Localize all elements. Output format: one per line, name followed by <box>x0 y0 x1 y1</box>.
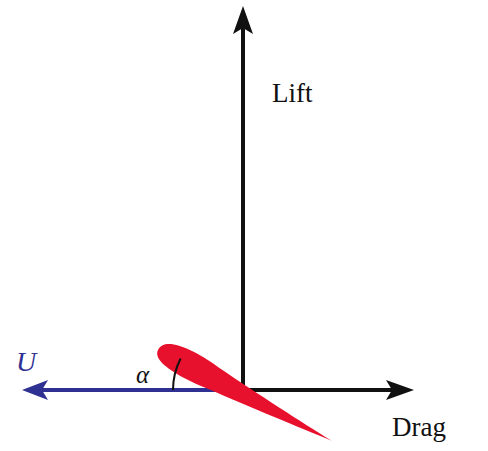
lift-vector <box>241 26 245 392</box>
velocity-label: U <box>16 348 36 376</box>
angle-label: α <box>136 362 149 387</box>
arrowhead <box>233 6 253 34</box>
drag-vector <box>241 388 394 392</box>
airfoil <box>152 337 339 451</box>
force-label: Drag <box>392 414 446 441</box>
force-label: Lift <box>272 80 313 107</box>
arrowhead <box>22 380 48 400</box>
angle-arc <box>173 359 181 391</box>
arrowhead <box>386 380 414 400</box>
